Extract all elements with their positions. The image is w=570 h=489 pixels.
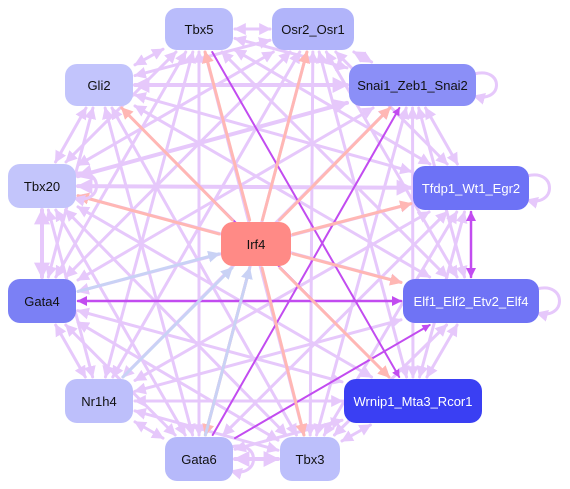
- edge-irf4-to-tbx5: [202, 50, 252, 222]
- edge-irf4-to-tbx3: [260, 266, 308, 437]
- node-tbx3[interactable]: Tbx3: [280, 437, 340, 481]
- node-tbx5[interactable]: Tbx5: [165, 8, 233, 50]
- edge-nr1h4-to-gata6: [133, 420, 165, 440]
- edge-snai1_zeb1_snai2-to-tbx20: [76, 98, 349, 181]
- edge-osr2_osr1-to-snai1_zeb1_snai2: [352, 50, 374, 64]
- edge-irf4-to-elf1_elf2_etv2_elf4: [291, 252, 403, 286]
- node-gata6[interactable]: Gata6: [165, 437, 233, 481]
- node-irf4[interactable]: Irf4: [221, 222, 291, 266]
- edge-irf4-to-tbx20: [76, 192, 221, 236]
- edge-irf4-to-gli2: [120, 106, 234, 222]
- edge-gata6-to-snai1_zeb1_snai2: [211, 107, 401, 436]
- edge-gata6-to-wrnip1_mta3_rcor1: [233, 417, 344, 453]
- self-loop-tbx20: [72, 171, 98, 207]
- edge-gata6-to-irf4: [203, 266, 253, 437]
- edge-gli2-to-tbx5: [133, 47, 165, 67]
- node-gata4[interactable]: Gata4: [8, 279, 76, 323]
- node-nr1h4[interactable]: Nr1h4: [65, 379, 133, 423]
- node-tbx20[interactable]: Tbx20: [8, 164, 76, 208]
- node-snai1-zeb1-snai2[interactable]: Snai1_Zeb1_Snai2: [349, 64, 476, 106]
- node-tfdp1-wt1-egr2[interactable]: Tfdp1_Wt1_Egr2: [413, 166, 529, 210]
- edge-irf4-to-wrnip1_mta3_rcor1: [278, 266, 391, 379]
- self-loop-gata6: [229, 444, 255, 480]
- node-wrnip1-mta3-rcor1[interactable]: Wrnip1_Mta3_Rcor1: [344, 379, 482, 423]
- edge-elf1_elf2_etv2_elf4-to-wrnip1_mta3_rcor1: [425, 323, 459, 379]
- edge-irf4-to-osr2_osr1: [260, 50, 310, 222]
- edge-osr2_osr1-to-tbx3: [304, 50, 319, 437]
- edge-gli2-to-tbx3: [110, 106, 298, 437]
- node-osr2-osr1[interactable]: Osr2_Osr1: [272, 8, 354, 50]
- edge-tbx3-to-wrnip1_mta3_rcor1: [340, 423, 372, 443]
- node-elf1-elf2-etv2-elf4[interactable]: Elf1_Elf2_Etv2_Elf4: [403, 279, 539, 323]
- edge-gata4-to-irf4: [76, 250, 221, 293]
- edge-irf4-to-tfdp1_wt1_egr2: [291, 200, 413, 236]
- node-gli2[interactable]: Gli2: [65, 64, 133, 106]
- edge-nr1h4-to-irf4: [121, 266, 234, 379]
- self-loop-tfdp1_wt1_egr2: [525, 173, 551, 209]
- edge-tbx20-to-tfdp1_wt1_egr2: [76, 178, 413, 196]
- edge-irf4-to-snai1_zeb1_snai2: [278, 106, 392, 222]
- self-loop-snai1_zeb1_snai2: [472, 71, 498, 105]
- edge-tbx5-to-wrnip1_mta3_rcor1: [211, 51, 401, 378]
- self-loop-elf1_elf2_etv2_elf4: [535, 286, 561, 322]
- edge-gata6-to-elf1_elf2_etv2_elf4: [234, 324, 431, 440]
